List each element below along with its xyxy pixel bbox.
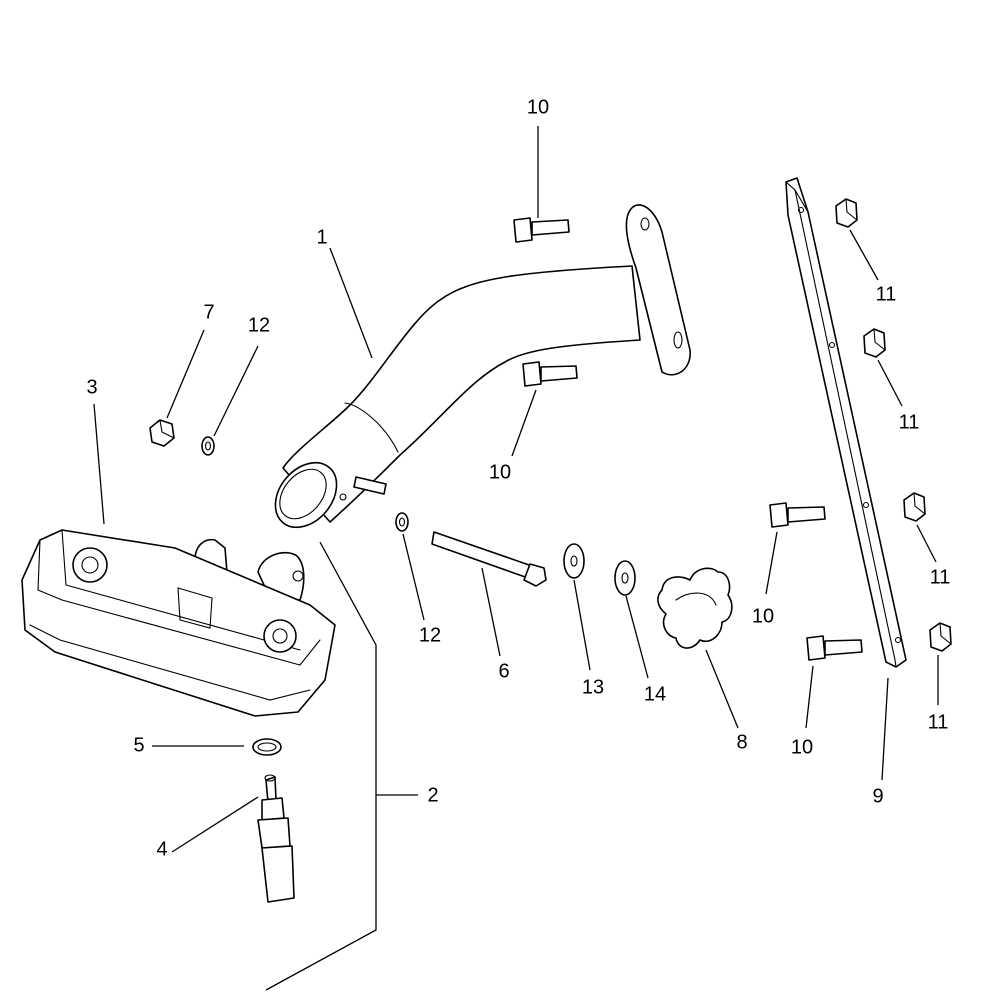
part-5-o-ring	[252, 738, 282, 756]
part-9-flat-bar	[785, 177, 907, 668]
part-10-bolt-top	[513, 217, 570, 243]
callout-10-mid: 10	[489, 461, 511, 483]
callout-4: 4	[156, 838, 167, 860]
callout-5: 5	[133, 734, 144, 756]
callout-3: 3	[86, 376, 97, 398]
callout-11-1: 11	[876, 283, 897, 305]
part-11-nut-3	[903, 492, 926, 522]
part-12-washer-a	[201, 436, 215, 456]
callout-12-upper: 12	[248, 314, 270, 336]
part-10-bolt-right-lower	[806, 635, 863, 661]
part-11-nut-2	[863, 328, 886, 358]
callout-labels: 1 2 3 4 5 6 7 8 9 10 10 10 10 11 11 11 1…	[86, 96, 950, 860]
part-4-pin	[257, 774, 295, 903]
callout-2: 2	[427, 784, 438, 806]
callout-11-3: 11	[930, 566, 951, 588]
callout-13: 13	[582, 676, 604, 698]
callout-7: 7	[203, 301, 214, 323]
part-10-bolt-right-upper	[769, 502, 826, 528]
callout-14: 14	[644, 683, 666, 705]
leader-lines	[93, 126, 939, 991]
callout-6: 6	[498, 660, 509, 682]
callout-12-lower: 12	[419, 624, 441, 646]
part-11-nut-1	[835, 198, 858, 228]
callout-10-top: 10	[527, 96, 549, 118]
callout-10-right-lower: 10	[791, 736, 813, 758]
part-10-bolt-mid	[522, 361, 578, 387]
part-12-washer-b	[395, 512, 409, 532]
part-3-pedal-housing	[21, 529, 336, 717]
part-13-washer	[563, 543, 585, 579]
part-11-nut-4	[929, 622, 952, 652]
callout-11-4: 11	[928, 711, 949, 733]
part-8-star-knob	[657, 567, 733, 649]
part-1-tube-arm	[274, 204, 691, 529]
part-7-nut	[149, 419, 175, 447]
part-6-long-bolt	[431, 531, 547, 587]
callout-10-right-upper: 10	[752, 605, 774, 627]
callout-9: 9	[872, 785, 883, 807]
callout-8: 8	[736, 731, 747, 753]
callout-11-2: 11	[899, 411, 920, 433]
callout-1: 1	[316, 226, 327, 248]
part-14-washer	[614, 560, 636, 596]
